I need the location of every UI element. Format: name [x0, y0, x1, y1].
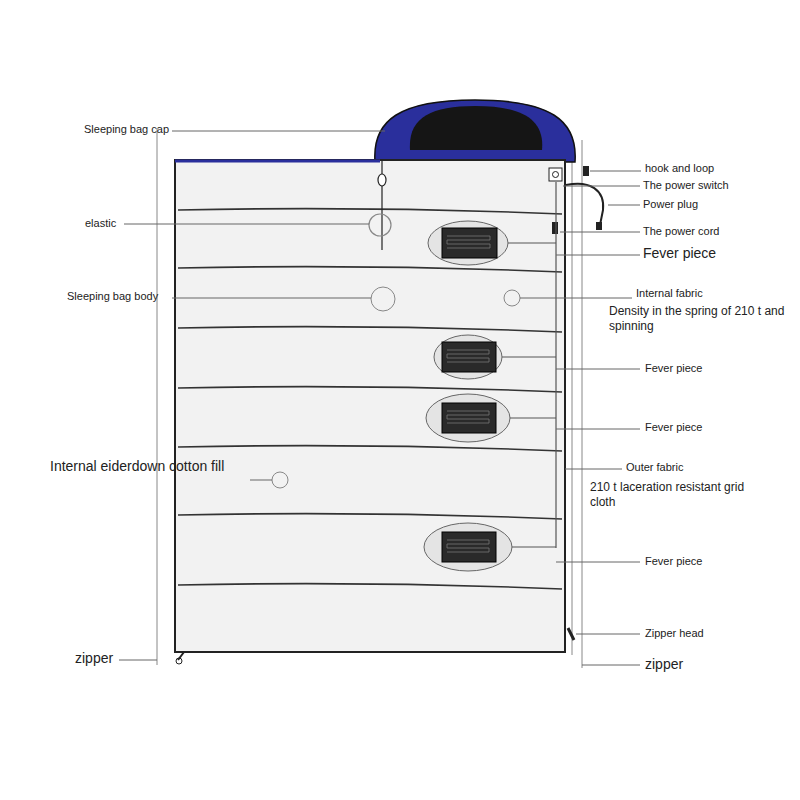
part-label: Fever piece — [645, 362, 745, 376]
part-label: zipper — [75, 650, 120, 668]
part-label: Outer fabric — [626, 461, 736, 475]
part-label: Internal eiderdown cotton fill — [50, 458, 250, 476]
part-label: Sleeping bag body — [67, 290, 172, 304]
part-label: Power plug — [643, 198, 743, 212]
part-label: elastic — [85, 217, 125, 231]
part-label: hook and loop — [645, 162, 755, 176]
part-label: The power cord — [643, 225, 753, 239]
part-label: 210 t laceration resistant grid cloth — [590, 480, 760, 510]
part-label: Fever piece — [645, 421, 745, 435]
part-label: zipper — [645, 656, 705, 674]
part-label: Fever piece — [643, 245, 743, 263]
part-label: Density in the spring of 210 t and spinn… — [609, 304, 794, 334]
part-label: Fever piece — [645, 555, 745, 569]
part-label: The power switch — [643, 179, 763, 193]
part-label: Internal fabric — [636, 287, 746, 301]
part-label: Sleeping bag cap — [84, 123, 174, 137]
part-label: Zipper head — [645, 627, 755, 641]
